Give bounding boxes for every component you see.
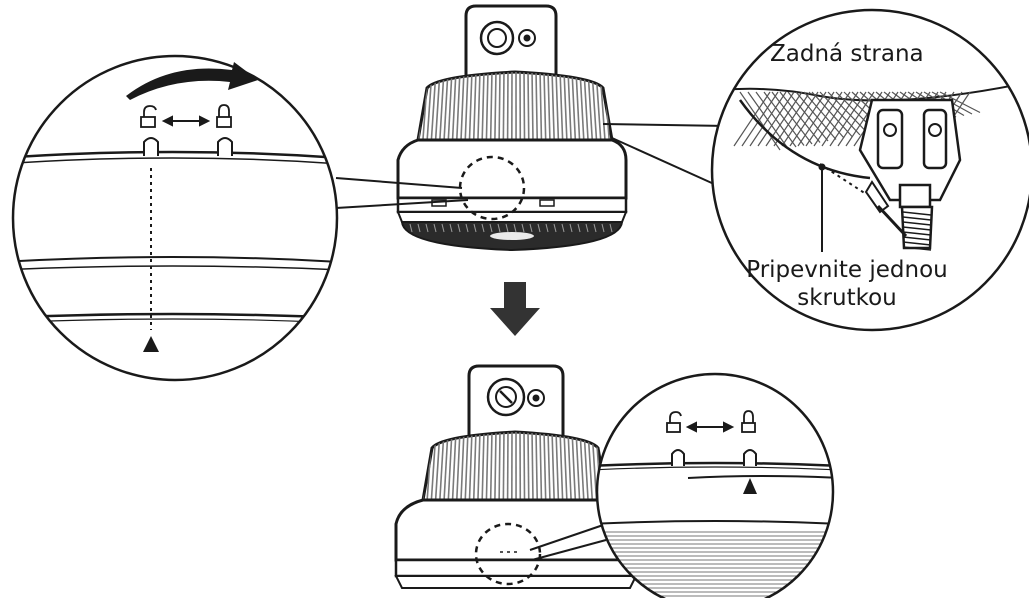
zoom-detail-locked [590, 374, 840, 598]
screw-marker [819, 164, 826, 171]
fix-screw-label: Pripevnite jednou skrutkou [732, 256, 962, 312]
back-side-label: Zadná strana [770, 40, 924, 68]
fixture-body [398, 140, 626, 198]
down-arrow-icon [490, 282, 540, 336]
mounting-ring [396, 560, 636, 576]
fix-screw-label-line2: skrutkou [732, 284, 962, 312]
fix-screw-label-line1: Pripevnite jednou [732, 256, 962, 284]
light-fixture-top [398, 6, 626, 250]
zoom-detail-left [0, 56, 340, 380]
